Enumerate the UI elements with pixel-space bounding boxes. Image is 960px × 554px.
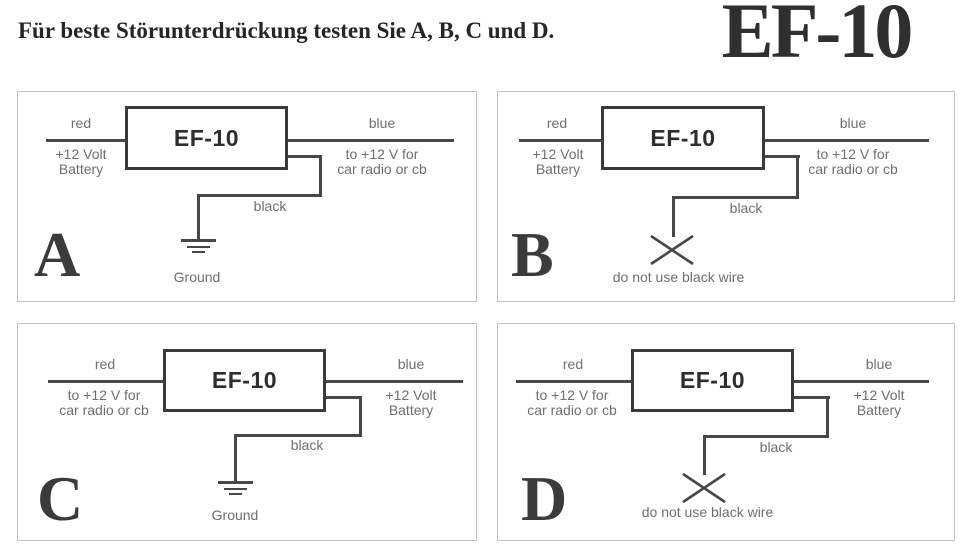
black-wire-stub	[326, 396, 362, 399]
red-wire-desc: +12 Volt Battery	[20, 147, 142, 177]
black-wire-stub	[794, 396, 830, 399]
device-box: EF-10	[601, 106, 765, 170]
panel-b: EF-10 red +12 Volt Battery blue to +12 V…	[497, 91, 955, 302]
blue-wire-label: blue	[865, 356, 893, 372]
red-wire-desc: to +12 V for car radio or cb	[34, 388, 174, 418]
blue-wire	[765, 139, 929, 142]
black-wire-segment	[703, 435, 829, 438]
red-wire	[46, 139, 125, 142]
blue-wire-desc-line2: Battery	[388, 402, 434, 418]
black-wire-segment	[234, 434, 362, 437]
black-wire-stub	[288, 155, 322, 158]
panel-c: EF-10 red to +12 V for car radio or cb b…	[17, 323, 477, 541]
blue-wire	[288, 139, 454, 142]
terminal-label: Ground	[211, 507, 259, 523]
terminal-label: do not use black wire	[612, 269, 745, 285]
red-wire-desc-line1: +12 Volt	[55, 146, 107, 162]
blue-wire-desc-line1: to +12 V for	[345, 146, 419, 162]
blue-wire-desc: +12 Volt Battery	[341, 388, 481, 418]
panel-d: EF-10 red to +12 V for car radio or cb b…	[497, 323, 955, 541]
blue-wire-label: blue	[368, 115, 396, 131]
red-wire-desc-line1: to +12 V for	[67, 387, 141, 403]
blue-wire-desc-line2: car radio or cb	[337, 161, 427, 177]
panel-letter: B	[511, 219, 554, 290]
blue-wire-desc: to +12 V for car radio or cb	[312, 147, 452, 177]
black-wire-segment	[672, 196, 799, 199]
red-wire-desc: to +12 V for car radio or cb	[502, 388, 642, 418]
red-wire	[519, 139, 601, 142]
blue-wire	[326, 380, 463, 383]
page-title: Für beste Störunterdrückung testen Sie A…	[18, 18, 555, 43]
black-wire-segment	[319, 155, 322, 197]
terminal-label: do not use black wire	[641, 504, 774, 520]
blue-wire	[794, 380, 929, 383]
panel-letter: D	[521, 463, 568, 534]
red-wire-label: red	[70, 115, 92, 131]
panel-a: EF-10 red +12 Volt Battery blue to +12 V…	[17, 91, 477, 302]
black-wire-segment	[197, 194, 322, 197]
red-wire	[48, 380, 163, 383]
red-wire-desc: +12 Volt Battery	[498, 147, 618, 177]
black-wire-stub	[765, 155, 800, 158]
blue-wire-desc-line2: Battery	[856, 402, 902, 418]
red-wire-label: red	[562, 356, 584, 372]
blue-wire-label: blue	[839, 115, 867, 131]
red-wire-desc-line1: +12 Volt	[532, 146, 584, 162]
red-wire-label: red	[94, 356, 116, 372]
red-wire	[516, 380, 631, 383]
ground-icon	[218, 481, 253, 495]
red-wire-label: red	[546, 115, 568, 131]
blue-wire-desc-line1: to +12 V for	[816, 146, 890, 162]
device-label: EF-10	[211, 367, 278, 393]
red-wire-desc-line1: to +12 V for	[535, 387, 609, 403]
black-wire-segment	[197, 194, 200, 239]
black-wire-label: black	[290, 437, 324, 453]
black-wire-label: black	[729, 200, 763, 216]
product-name: EF-10	[721, 0, 914, 74]
blue-wire-desc-line2: car radio or cb	[808, 161, 898, 177]
black-wire-label: black	[759, 439, 793, 455]
device-label: EF-10	[173, 124, 240, 151]
device-box: EF-10	[125, 106, 288, 170]
blue-wire-desc-line1: +12 Volt	[853, 387, 905, 403]
black-wire-segment	[672, 196, 675, 237]
device-box: EF-10	[631, 349, 794, 412]
blue-wire-label: blue	[397, 356, 425, 372]
red-wire-desc-line2: car radio or cb	[59, 402, 149, 418]
terminal-label: Ground	[173, 269, 221, 285]
black-wire-segment	[359, 396, 362, 437]
black-wire-segment	[234, 434, 237, 481]
black-wire-label: black	[253, 198, 287, 214]
blue-wire-desc: to +12 V for car radio or cb	[783, 147, 923, 177]
black-wire-segment	[796, 155, 799, 199]
device-label: EF-10	[679, 367, 746, 393]
no-connect-x-icon	[682, 472, 726, 504]
red-wire-desc-line2: Battery	[58, 161, 104, 177]
red-wire-desc-line2: Battery	[535, 161, 581, 177]
panel-letter: A	[34, 219, 81, 290]
black-wire-segment	[703, 435, 706, 475]
panel-letter: C	[37, 463, 84, 534]
red-wire-desc-line2: car radio or cb	[527, 402, 617, 418]
blue-wire-desc: +12 Volt Battery	[809, 388, 949, 418]
device-box: EF-10	[163, 349, 326, 412]
ground-icon	[181, 239, 216, 253]
blue-wire-desc-line1: +12 Volt	[385, 387, 437, 403]
device-label: EF-10	[650, 124, 716, 151]
no-connect-x-icon	[650, 234, 694, 266]
black-wire-segment	[826, 396, 829, 438]
